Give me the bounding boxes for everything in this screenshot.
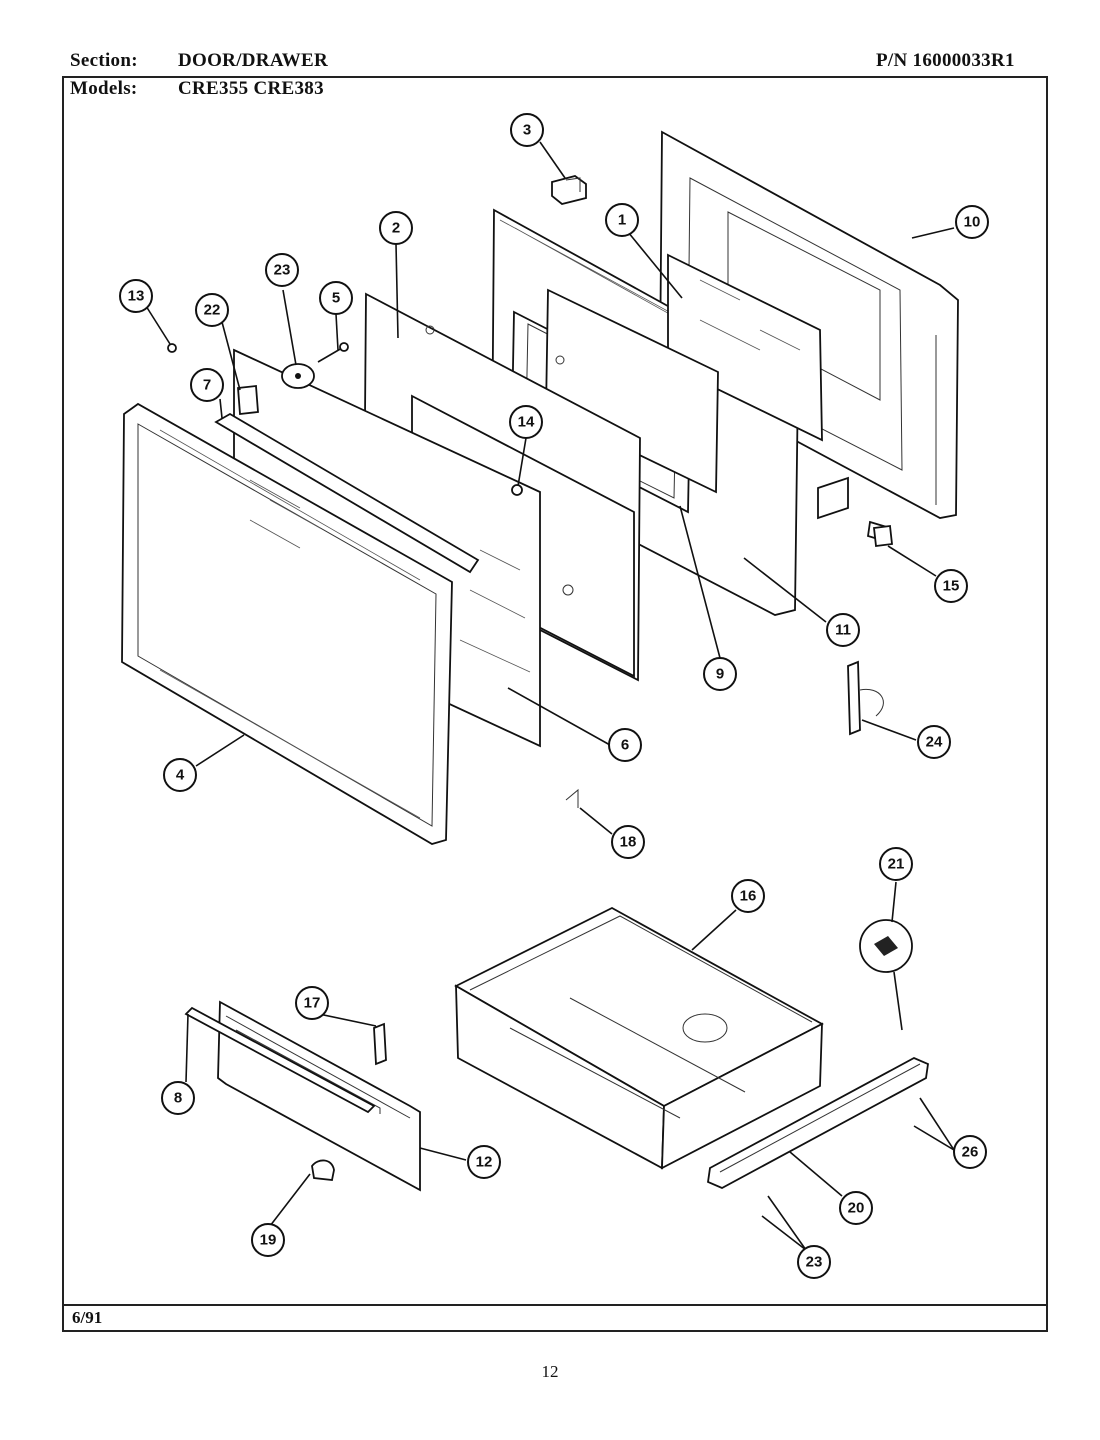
diagram-frame	[62, 76, 1048, 1332]
callout-12: 12	[467, 1145, 501, 1179]
part-23-knob	[281, 363, 315, 389]
svg-text:23: 23	[274, 262, 291, 279]
svg-text:4: 4	[176, 767, 185, 784]
svg-text:22: 22	[204, 302, 221, 319]
callout-2: 2	[379, 211, 413, 245]
part-1-window-glass	[667, 253, 823, 442]
part-14-screw	[511, 484, 523, 496]
svg-text:6: 6	[621, 737, 629, 754]
callout-13: 13	[119, 279, 153, 313]
svg-text:8: 8	[174, 1090, 182, 1107]
svg-text:19: 19	[260, 1232, 277, 1249]
part-17-bracket	[373, 1022, 387, 1066]
models-label: Models:	[70, 78, 138, 99]
part-22-bracket	[237, 385, 259, 415]
callout-7: 7	[190, 368, 224, 402]
callout-9: 9	[703, 657, 737, 691]
page-number: 12	[541, 1362, 559, 1381]
svg-text:14: 14	[518, 414, 535, 431]
part-number: P/N 16000033R1	[876, 50, 1015, 71]
svg-text:7: 7	[203, 377, 211, 394]
footer-divider	[62, 1304, 1048, 1306]
svg-text:18: 18	[620, 834, 637, 851]
callout-1: 1	[605, 203, 639, 237]
svg-text:3: 3	[523, 122, 531, 139]
svg-text:1: 1	[618, 212, 626, 229]
callout-10: 10	[955, 205, 989, 239]
callout-4: 4	[163, 758, 197, 792]
callout-18: 18	[611, 825, 645, 859]
part-21-detail-bubble	[859, 919, 913, 973]
svg-text:24: 24	[926, 734, 943, 751]
part-13-screw	[167, 343, 177, 353]
svg-text:11: 11	[835, 622, 851, 639]
leader-lines	[145, 141, 955, 1251]
svg-text:15: 15	[943, 578, 960, 595]
callout-14: 14	[509, 405, 543, 439]
svg-text:16: 16	[740, 888, 757, 905]
svg-text:21: 21	[888, 856, 905, 873]
part-16-drawer-body	[454, 906, 824, 1170]
svg-text:2: 2	[392, 220, 400, 237]
svg-text:12: 12	[476, 1154, 493, 1171]
callout-26: 26	[953, 1135, 987, 1169]
part-7-handle	[214, 412, 480, 574]
callout-3: 3	[510, 113, 544, 147]
part-20-slide-rail	[707, 1057, 929, 1189]
callout-23-bottom: 23	[797, 1245, 831, 1279]
callout-19: 19	[251, 1223, 285, 1257]
revision-date: 6/91	[72, 1308, 103, 1327]
callout-21: 21	[879, 847, 913, 881]
callout-11: 11	[826, 613, 860, 647]
svg-text:26: 26	[962, 1144, 979, 1161]
svg-text:17: 17	[304, 995, 321, 1012]
svg-text:5: 5	[332, 290, 340, 307]
part-4-outer-door	[121, 402, 453, 845]
part-5-screw	[317, 342, 349, 363]
callout-23-top: 23	[265, 253, 299, 287]
svg-text:23: 23	[806, 1254, 823, 1271]
callout-20: 20	[839, 1191, 873, 1225]
section-value: DOOR/DRAWER	[178, 50, 329, 71]
part-15-bumper	[873, 524, 893, 548]
callout-24: 24	[917, 725, 951, 759]
section-label: Section:	[70, 50, 138, 71]
part-18-pin	[565, 788, 579, 808]
part-24-hinge	[847, 660, 884, 736]
callout-17: 17	[295, 986, 329, 1020]
svg-text:20: 20	[848, 1200, 865, 1217]
part-8-handle-rod	[184, 1006, 376, 1114]
models-value: CRE355 CRE383	[178, 78, 324, 99]
callout-6: 6	[608, 728, 642, 762]
callout-15: 15	[934, 569, 968, 603]
svg-text:10: 10	[964, 214, 981, 231]
callout-22: 22	[195, 293, 229, 327]
part-3-clip	[551, 175, 587, 205]
callout-8: 8	[161, 1081, 195, 1115]
callout-5: 5	[319, 281, 353, 315]
svg-text:13: 13	[128, 288, 145, 305]
part-19-clip	[311, 1159, 335, 1181]
callout-16: 16	[731, 879, 765, 913]
svg-text:9: 9	[716, 666, 724, 683]
